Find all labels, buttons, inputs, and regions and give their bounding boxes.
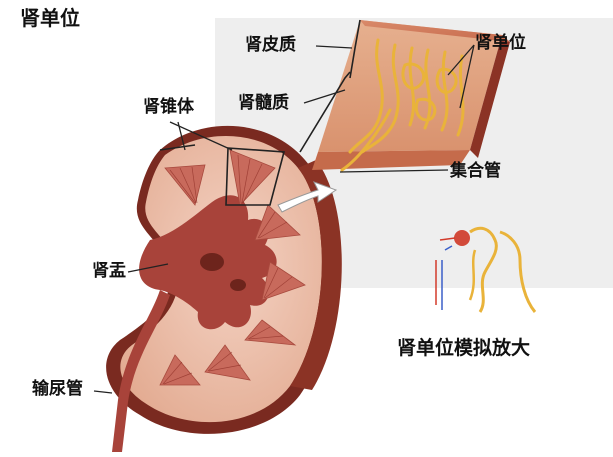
label-renal-pelvis: 肾盂 bbox=[92, 261, 126, 281]
pyramid-striations bbox=[162, 154, 293, 385]
zoom-arrow bbox=[277, 181, 338, 213]
pyramid bbox=[229, 149, 276, 206]
leader-lines bbox=[93, 44, 475, 394]
pyramid bbox=[244, 319, 297, 346]
pyramid bbox=[159, 354, 201, 386]
cortex-bracket bbox=[349, 19, 361, 79]
ureter-tube bbox=[112, 290, 170, 452]
label-renal-cortex: 肾皮质 bbox=[245, 35, 296, 55]
label-model-caption: 肾单位模拟放大 bbox=[397, 337, 531, 359]
renal-pyramids bbox=[159, 149, 306, 386]
label-renal-pyramid: 肾锥体 bbox=[143, 97, 194, 117]
zoom-bracket bbox=[225, 147, 286, 206]
renal-pelvis-hole bbox=[230, 279, 246, 291]
zoom-bracket bbox=[159, 144, 196, 151]
renal-pelvis-hole bbox=[200, 253, 224, 271]
page-title: 肾单位 bbox=[20, 6, 80, 30]
label-collecting-duct: 集合管 bbox=[450, 161, 501, 181]
pyramid bbox=[204, 344, 251, 381]
label-renal-medulla: 肾髓质 bbox=[238, 93, 289, 113]
medulla-bracket bbox=[299, 71, 351, 153]
pyramid bbox=[164, 164, 206, 206]
pyramid bbox=[254, 204, 301, 241]
pyramid bbox=[261, 261, 306, 301]
tubules bbox=[340, 38, 465, 172]
nephron-model bbox=[435, 226, 537, 313]
label-ureter: 输尿管 bbox=[32, 379, 83, 399]
label-nephron: 肾单位 bbox=[475, 33, 526, 53]
kidney-wall bbox=[290, 160, 342, 390]
